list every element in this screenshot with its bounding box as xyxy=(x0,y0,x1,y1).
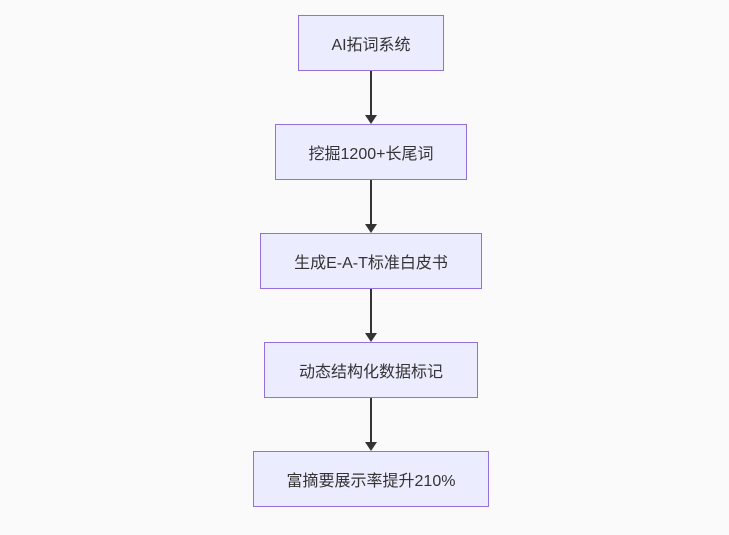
flowchart: AI拓词系统 挖掘1200+长尾词 生成E-A-T标准白皮书 动态结构化数据标记 xyxy=(253,15,489,507)
flow-node-rich-snippet-result: 富摘要展示率提升210% xyxy=(253,451,489,507)
flow-node-structured-data: 动态结构化数据标记 xyxy=(264,342,478,398)
arrow-shaft xyxy=(370,71,372,115)
arrow-shaft xyxy=(370,180,372,224)
flow-node-label: AI拓词系统 xyxy=(331,37,411,54)
flow-arrow-3-4 xyxy=(365,289,377,342)
flow-node-eat-whitepaper: 生成E-A-T标准白皮书 xyxy=(260,233,482,289)
arrowhead-down-icon xyxy=(365,115,377,124)
arrow-shaft xyxy=(370,289,372,333)
flow-node-label: 生成E-A-T标准白皮书 xyxy=(294,255,448,272)
flow-arrow-1-2 xyxy=(365,71,377,124)
arrow-shaft xyxy=(370,398,372,442)
flow-node-ai-keyword-system: AI拓词系统 xyxy=(298,15,444,71)
flow-node-longtail-mining: 挖掘1200+长尾词 xyxy=(275,124,467,180)
arrowhead-down-icon xyxy=(365,224,377,233)
flow-node-label: 富摘要展示率提升210% xyxy=(286,473,456,490)
flow-node-label: 动态结构化数据标记 xyxy=(298,364,443,381)
arrowhead-down-icon xyxy=(365,442,377,451)
arrowhead-down-icon xyxy=(365,333,377,342)
flow-arrow-2-3 xyxy=(365,180,377,233)
flow-arrow-4-5 xyxy=(365,398,377,451)
flow-node-label: 挖掘1200+长尾词 xyxy=(308,146,434,163)
